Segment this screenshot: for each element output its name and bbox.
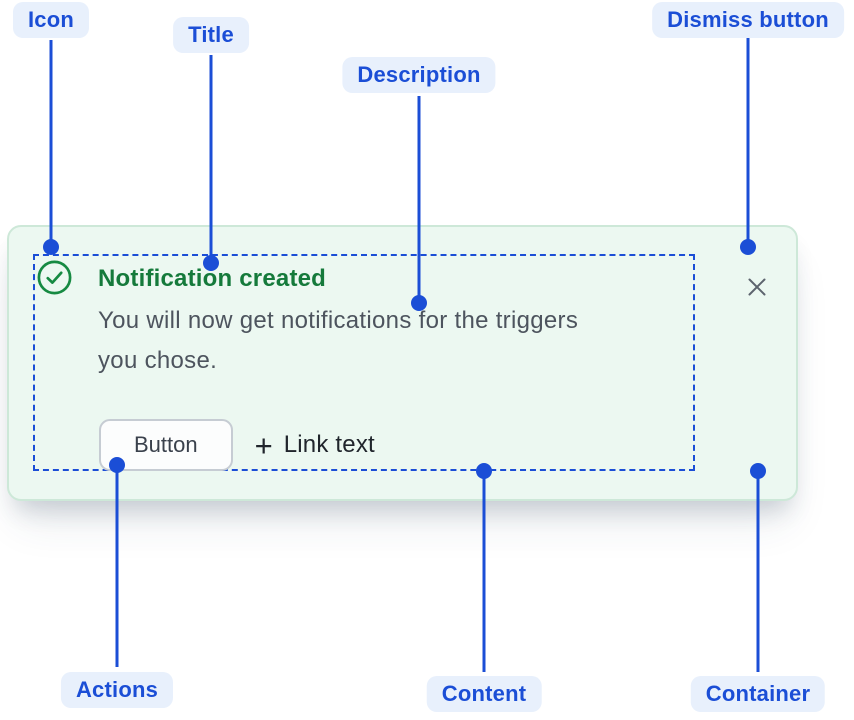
callout-label-dismiss-button: Dismiss button xyxy=(652,2,844,38)
flag-actions: Button + Link text xyxy=(99,419,375,471)
callout-label-content: Content xyxy=(426,676,542,712)
connector-line-content xyxy=(482,471,486,672)
connector-dot-actions xyxy=(109,457,125,473)
close-icon xyxy=(745,275,769,299)
connector-dot-description xyxy=(411,295,427,311)
flag-container: Notification created You will now get no… xyxy=(7,225,798,501)
connector-dot-content xyxy=(476,463,492,479)
connector-line-title xyxy=(209,55,213,263)
connector-dot-container xyxy=(750,463,766,479)
connector-line-dismiss xyxy=(746,38,750,247)
flag-description: You will now get notifications for the t… xyxy=(98,307,579,374)
callout-label-description: Description xyxy=(342,57,496,93)
check-circle-icon xyxy=(37,260,72,295)
dismiss-button[interactable] xyxy=(735,265,779,309)
connector-line-container xyxy=(756,471,760,672)
plus-icon: + xyxy=(254,427,273,463)
callout-label-icon: Icon xyxy=(12,2,90,38)
callout-label-title: Title xyxy=(173,17,249,53)
connector-dot-title xyxy=(203,255,219,271)
connector-line-icon xyxy=(49,40,53,247)
flag-action-link[interactable]: + Link text xyxy=(255,430,375,461)
flag-action-link-label: Link text xyxy=(283,431,375,458)
callout-label-actions: Actions xyxy=(60,672,174,708)
connector-line-actions xyxy=(115,465,119,667)
connector-dot-icon xyxy=(43,239,59,255)
callout-label-container: Container xyxy=(690,676,826,712)
connector-dot-dismiss xyxy=(740,239,756,255)
connector-line-description xyxy=(417,96,421,303)
